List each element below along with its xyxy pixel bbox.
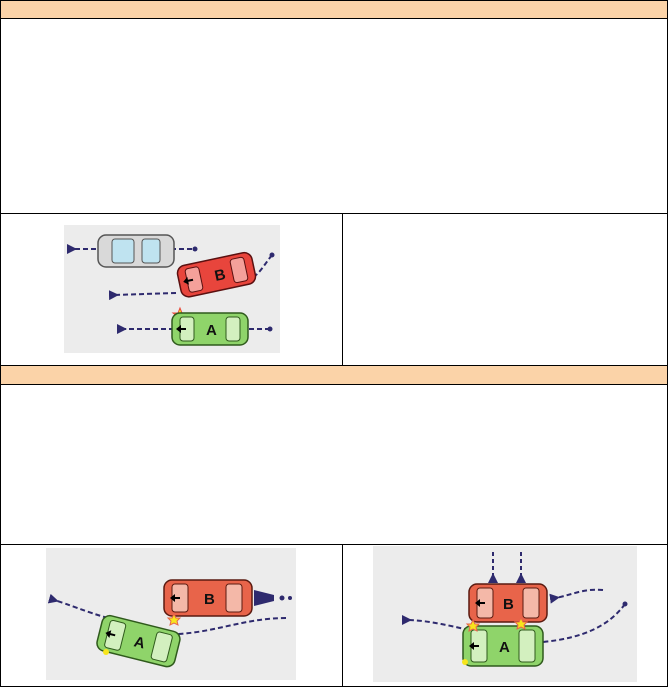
impact-star-icon [166, 612, 182, 626]
section-2-left-border [0, 365, 1, 687]
grey-car [97, 234, 175, 268]
car-b-path-start [269, 252, 275, 258]
signal-light-icon [462, 659, 468, 665]
car-a: A [462, 625, 544, 667]
speed-marks-icon [254, 590, 292, 606]
car-b-label: B [204, 591, 215, 608]
car-a-path [177, 617, 287, 635]
car-a-label: A [206, 322, 217, 339]
impact-star-icon-2 [513, 616, 529, 630]
car-a-path-start [622, 601, 628, 607]
diagram-2-panel: B A [46, 548, 296, 680]
diagram-1-illustration: B A [67, 234, 275, 346]
section-1-row-divider [0, 213, 668, 214]
impact-star-icon [465, 618, 481, 632]
car-a-path [542, 603, 626, 643]
car-b: B [176, 251, 257, 298]
diagram-3-illustration: B A [401, 552, 628, 667]
section-1-left-border [0, 0, 1, 365]
car-b-exit-path [108, 290, 177, 301]
car-a-label: A [499, 639, 510, 656]
car-a-path-start [267, 326, 273, 332]
section-2-row-divider [0, 544, 668, 545]
car-b-path [549, 588, 604, 604]
car-a-exit-path [401, 614, 470, 631]
diagram-1-panel: B A [64, 225, 280, 353]
grey-car-path-start [192, 246, 198, 252]
section-1-header-band [1, 0, 667, 19]
car-b-path [249, 254, 273, 280]
car-a: A [171, 312, 249, 346]
diagram-3-panel: B A [373, 546, 637, 682]
car-b-label: B [503, 596, 514, 613]
car-a: A [96, 614, 181, 668]
car-b: B [163, 579, 253, 617]
signal-light-icon [103, 649, 109, 655]
car-a-exit-path [47, 593, 109, 619]
diagram-2-illustration: B A [47, 579, 292, 668]
section-2-column-divider [342, 544, 343, 687]
section-1-column-divider [342, 213, 343, 365]
car-b-label: B [213, 266, 227, 285]
car-b: B [468, 583, 548, 623]
section-2-header-band [1, 365, 667, 385]
car-a-label: A [132, 633, 147, 652]
